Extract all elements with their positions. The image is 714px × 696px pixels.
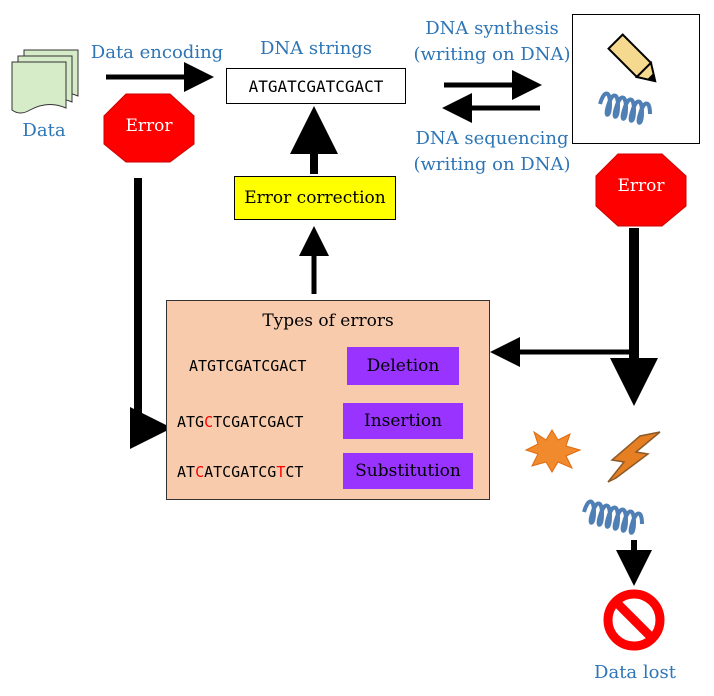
insertion-tag: Insertion: [343, 403, 463, 439]
dna-synthesis-sublabel: (writing on DNA): [413, 44, 571, 65]
substitution-sequence: ATCATCGATCGTCT: [177, 463, 304, 481]
lightning-icon: [607, 431, 661, 483]
dna-string-box: ATGATCGATCGACT: [226, 68, 406, 104]
dna-synthesis-label: DNA synthesis: [425, 18, 559, 39]
dna-sequencing-sublabel: (writing on DNA): [413, 154, 571, 175]
error-label-2: Error: [617, 176, 665, 196]
explosion-icon: [524, 429, 582, 473]
synthesis-box-graphics: [598, 33, 657, 125]
stop-sign-icon-2: [595, 153, 687, 227]
dna-helix-broken-icon: [582, 499, 644, 535]
synthesis-image-box: [572, 14, 700, 144]
data-label: Data: [22, 120, 66, 141]
document-stack-icon: [11, 49, 79, 114]
error-label-1: Error: [125, 116, 173, 136]
types-title: Types of errors: [262, 311, 394, 331]
insertion-sequence: ATGCTCGATCGACT: [177, 413, 304, 431]
data-lost-label: Data lost: [594, 662, 676, 683]
dna-strings-label: DNA strings: [259, 38, 373, 59]
deletion-tag: Deletion: [347, 347, 459, 385]
no-entry-icon: [603, 589, 665, 651]
error-correction-box: Error correction: [234, 176, 396, 220]
substitution-tag: Substitution: [343, 453, 473, 489]
deletion-sequence: ATGTCGATCGACT: [189, 357, 307, 375]
types-of-errors-box: Types of errors ATGTCGATCGACT Deletion A…: [166, 300, 490, 500]
data-encoding-label: Data encoding: [90, 42, 224, 63]
dna-sequencing-label: DNA sequencing: [415, 128, 569, 149]
